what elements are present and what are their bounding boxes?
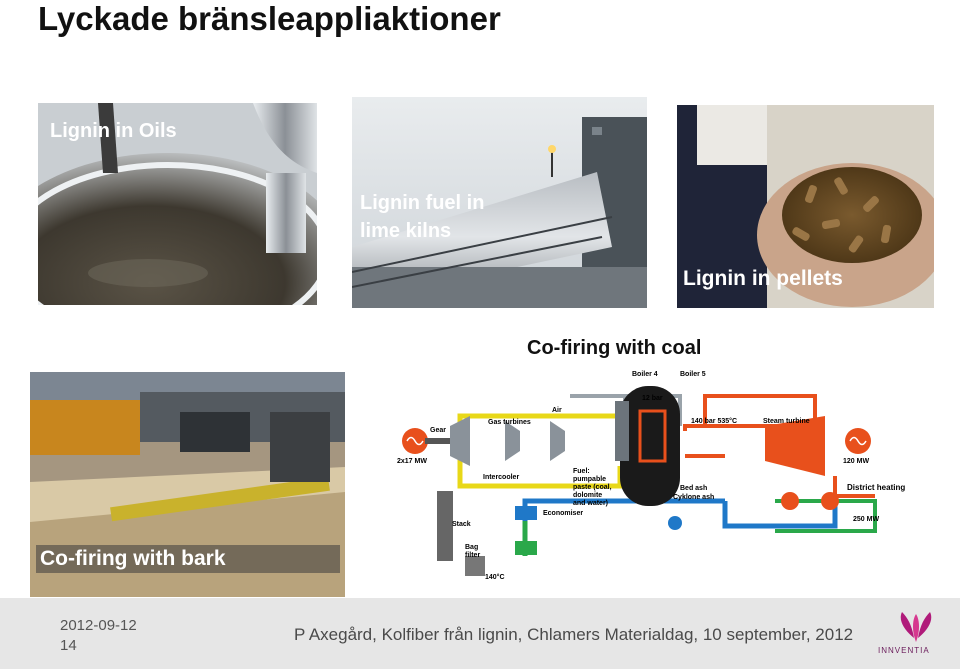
footer-bar [0,598,960,669]
label-boiler5: Boiler 5 [680,371,706,378]
coal-caption: Co-firing with coal [527,337,702,359]
label-power-heat: 250 MW [853,516,879,523]
label-power-right: 120 MW [843,458,869,465]
pellets-image [677,105,934,308]
innventia-logo-icon [900,612,932,642]
label-fuel-1: Fuel: [573,468,590,475]
label-cyclone-ash: Cyklone ash [673,494,714,501]
slide-title: Lyckade bränsleappliaktioner [38,0,501,37]
label-power-left: 2x17 MW [397,458,427,465]
label-bag-filter-1: Bag [465,544,478,551]
label-steam-turbine: Steam turbine [763,418,810,425]
label-stack: Stack [452,521,471,528]
oils-image [38,103,317,305]
label-temp: 140°C [485,573,505,581]
innventia-logo-text: INNVENTIA [878,646,930,655]
bark-photo: Co-firing with bark [30,372,345,597]
kiln-caption-line1: Lignin fuel in [360,192,485,214]
kiln-photo: Lignin fuel in lime kilns [352,97,647,308]
bark-caption: Co-firing with bark [36,545,340,573]
kiln-image [352,97,647,308]
oils-photo: Lignin in Oils [38,103,317,305]
label-fuel-2: pumpable [573,476,606,483]
kiln-caption-line2: lime kilns [360,220,452,242]
label-economiser: Economiser [543,510,583,517]
footer-text: P Axegård, Kolfiber från lignin, Chlamer… [294,625,854,644]
label-fuel-3: paste (coal, [573,484,612,491]
label-district-heating: District heating [847,483,905,492]
label-140bar: 140 bar 535°C [691,417,737,425]
footer-date: 2012-09-12 [60,617,137,634]
label-bed-ash: Bed ash [680,485,707,492]
pellets-photo: Lignin in pellets [677,105,934,308]
label-gear: Gear [430,427,446,434]
cofiring-diagram: Boiler 4 Boiler 5 12 bar 140 bar 535°C S… [397,371,905,581]
label-fuel-4: dolomite [573,492,602,499]
label-bag-filter-2: filter [465,552,480,559]
label-intercooler: Intercooler [483,474,519,481]
pellets-caption: Lignin in pellets [683,267,843,290]
label-12bar: 12 bar [642,395,663,402]
label-gas-turbines: Gas turbines [488,419,531,426]
label-fuel-5: and water) [573,500,608,507]
oils-caption: Lignin in Oils [50,120,177,142]
label-air: Air [552,407,562,414]
footer-page-number: 14 [60,637,77,654]
label-boiler4: Boiler 4 [632,371,658,378]
